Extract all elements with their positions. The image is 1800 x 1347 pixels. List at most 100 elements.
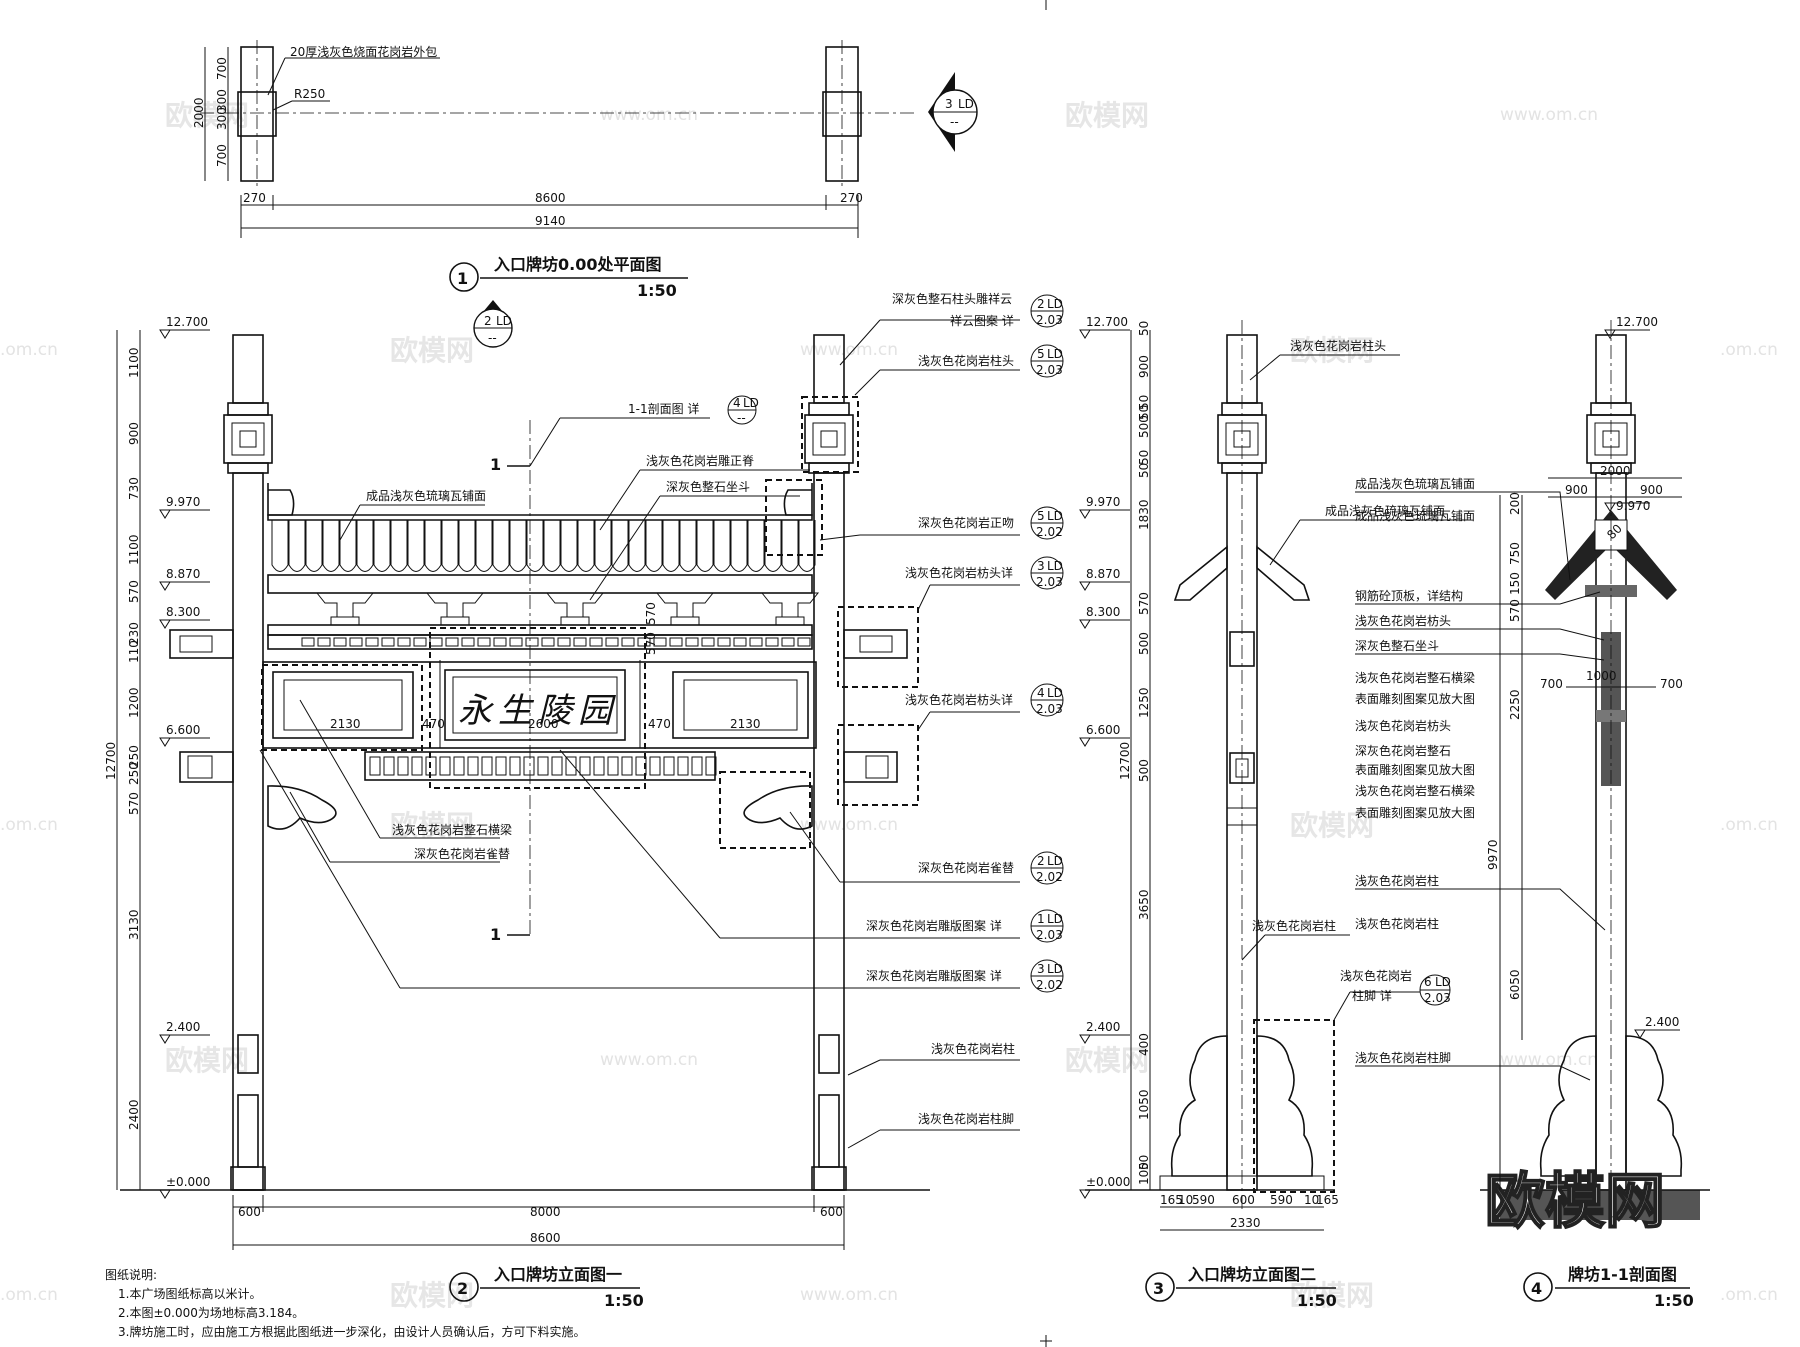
callout-label: 深灰色整石柱头雕祥云: [892, 291, 1012, 306]
callout-label: 浅灰色花岗岩枋头详: [905, 692, 1013, 707]
svg-text:1: 1: [490, 925, 501, 944]
watermark-url: www.om.cn: [800, 340, 898, 360]
svg-text:570: 570: [644, 632, 658, 655]
svg-text:165: 165: [1160, 1193, 1183, 1207]
svg-text:3.牌坊施工时，应由施工方根据此图纸进一步深化，由设计人员确: 3.牌坊施工时，应由施工方根据此图纸进一步深化，由设计人员确认后，方可下料实施。: [118, 1324, 585, 1339]
watermark-brand: 欧模网: [390, 1279, 474, 1312]
section-callout-label: 表面雕刻图案见放大图: [1355, 762, 1475, 777]
svg-text:200: 200: [1508, 492, 1522, 515]
svg-text:2130: 2130: [730, 717, 761, 731]
callout-label: 浅灰色花岗岩枋头详: [905, 565, 1013, 580]
watermark-url: .om.cn: [0, 815, 58, 835]
svg-text:4: 4: [1037, 686, 1045, 700]
svg-text:1100: 1100: [127, 347, 141, 378]
svg-text:1: 1: [490, 455, 501, 474]
svg-text:2400: 2400: [127, 1099, 141, 1130]
watermark-brand: 欧模网: [165, 1044, 249, 1077]
svg-text:LD: LD: [1047, 962, 1063, 976]
level-label: 9.970: [1086, 495, 1120, 509]
section-callout-label: 浅灰色花岗岩柱: [1355, 873, 1439, 888]
svg-text:2: 2: [1037, 297, 1045, 311]
elevation-two: 5090050505005050183057050012505003650400…: [1079, 315, 1470, 1310]
svg-text:2000: 2000: [1600, 464, 1631, 478]
level-label: 12.700: [1086, 315, 1128, 329]
svg-text:2.02: 2.02: [1036, 525, 1063, 539]
watermark-url: www.om.cn: [800, 1285, 898, 1305]
level-label: 6.600: [166, 723, 200, 737]
svg-text:10: 10: [1178, 1193, 1193, 1207]
level-label: 8.870: [1086, 567, 1120, 581]
roof-tiles: [271, 520, 816, 572]
level-label: 9.970: [166, 495, 200, 509]
elevation-one: 2 LD --: [104, 291, 1064, 1310]
level-label: 6.600: [1086, 723, 1120, 737]
svg-text:700: 700: [1540, 677, 1563, 691]
svg-text:2.03: 2.03: [1424, 991, 1451, 1005]
level-label: 12.700: [166, 315, 208, 329]
svg-text:5: 5: [1037, 347, 1045, 361]
plan-title: 入口牌坊0.00处平面图: [494, 255, 661, 274]
svg-text:1: 1: [457, 269, 468, 288]
level-label: ±0.000: [1086, 1175, 1130, 1189]
svg-text:2.本图±0.000为场地标高3.184。: 2.本图±0.000为场地标高3.184。: [118, 1305, 304, 1320]
svg-text:270: 270: [840, 191, 863, 205]
svg-text:50: 50: [1137, 450, 1151, 465]
watermark-brand: 欧模网: [165, 99, 249, 132]
watermark-url: .om.cn: [1720, 815, 1778, 835]
svg-text:250: 250: [127, 745, 141, 768]
svg-text:600: 600: [1232, 1193, 1255, 1207]
svg-text:浅灰色花岗岩柱头: 浅灰色花岗岩柱头: [1290, 338, 1386, 353]
brand-watermark: 欧模网: [1485, 1167, 1665, 1237]
svg-text:--: --: [488, 331, 497, 345]
svg-text:LD: LD: [743, 396, 759, 410]
svg-text:50: 50: [1137, 405, 1151, 420]
svg-text:900: 900: [127, 422, 141, 445]
svg-text:2.03: 2.03: [1036, 575, 1063, 589]
watermark-url: www.om.cn: [800, 815, 898, 835]
svg-text:2: 2: [1037, 854, 1045, 868]
svg-text:浅灰色花岗岩柱: 浅灰色花岗岩柱: [1252, 918, 1336, 933]
svg-text:165: 165: [1316, 1193, 1339, 1207]
level-label: 8.300: [166, 605, 200, 619]
svg-text:6: 6: [1424, 975, 1432, 989]
level-label: 2.400: [166, 1020, 200, 1034]
svg-text:570: 570: [644, 602, 658, 625]
svg-text:2.02: 2.02: [1036, 870, 1063, 884]
svg-text:750: 750: [1508, 542, 1522, 565]
svg-text:2: 2: [457, 1279, 468, 1298]
svg-text:570: 570: [1508, 599, 1522, 622]
svg-text:1:50: 1:50: [604, 1291, 644, 1310]
svg-text:470: 470: [422, 717, 445, 731]
svg-text:3: 3: [1037, 962, 1045, 976]
svg-text:470: 470: [648, 717, 671, 731]
plan-radius-label: R250: [294, 87, 325, 101]
watermark-url: .om.cn: [1720, 340, 1778, 360]
svg-text:2000: 2000: [192, 97, 206, 128]
svg-text:100: 100: [1137, 1162, 1151, 1185]
svg-text:9.970: 9.970: [1616, 499, 1650, 513]
section-callout-label: 浅灰色花岗岩柱脚: [1355, 1050, 1451, 1065]
plaque-text: 永生陵园: [458, 691, 618, 731]
plan-note-cladding: 20厚浅灰色烧面花岗岩外包: [290, 44, 437, 59]
svg-text:成品浅灰色琉璃瓦铺面: 成品浅灰色琉璃瓦铺面: [366, 489, 486, 503]
svg-text:500: 500: [1137, 632, 1151, 655]
watermark-brand: 欧模网: [1290, 809, 1374, 842]
svg-text:LD: LD: [1047, 686, 1063, 700]
watermark-brand: 欧模网: [1065, 1044, 1149, 1077]
callout-label: 深灰色花岗岩雕版图案 详: [866, 968, 1002, 983]
watermark-url: www.om.cn: [600, 105, 698, 125]
svg-text:LD: LD: [1047, 912, 1063, 926]
svg-text:700: 700: [215, 57, 229, 80]
svg-text:1100: 1100: [127, 534, 141, 565]
section-callout-label: 表面雕刻图案见放大图: [1355, 691, 1475, 706]
svg-text:300: 300: [215, 89, 229, 112]
svg-text:12700: 12700: [1118, 742, 1132, 780]
svg-text:12.700: 12.700: [1616, 315, 1658, 329]
level-label: 8.870: [166, 567, 200, 581]
svg-text:50: 50: [1137, 463, 1151, 478]
svg-text:300: 300: [215, 107, 229, 130]
svg-text:3: 3: [945, 97, 953, 111]
svg-text:9970: 9970: [1486, 839, 1500, 870]
svg-text:LD: LD: [1047, 854, 1063, 868]
section-callout-label: 成品浅灰色琉璃瓦铺面: [1355, 509, 1475, 523]
